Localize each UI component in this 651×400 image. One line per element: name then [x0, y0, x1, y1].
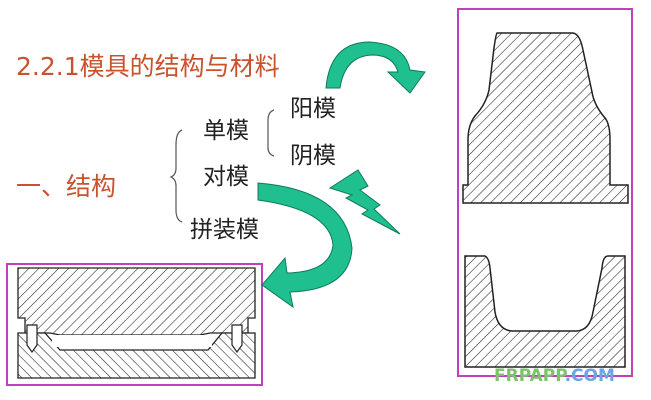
matched-mold-frame: [6, 263, 263, 386]
type-matched-mold: 对模: [203, 164, 249, 190]
female-mold-drawing: [464, 255, 626, 368]
type-single-mold: 单模: [203, 118, 249, 144]
slide-title: 2.2.1模具的结构与材料: [16, 52, 280, 81]
section-heading: 一、结构: [16, 172, 117, 201]
lower-mold-drawing: [17, 332, 256, 379]
subtype-female-mold: 阴模: [290, 143, 336, 169]
right-guide-pin: [231, 324, 243, 354]
type-assembled-mold: 拼装模: [190, 217, 259, 243]
watermark-part1: FRPAPP: [494, 366, 565, 386]
subtype-male-mold: 阳模: [290, 96, 336, 122]
curved-arrow-to-matched-mold: [257, 182, 353, 309]
upper-mold-drawing: [17, 267, 256, 336]
small-brace: [267, 109, 275, 157]
left-guide-pin: [26, 324, 38, 354]
male-mold-drawing: [462, 32, 629, 204]
watermark: FRPAPP.COM: [494, 366, 615, 386]
lightning-icon: [328, 169, 401, 235]
watermark-part2: .COM: [564, 366, 615, 386]
curved-arrow-to-molds: [325, 41, 426, 94]
male-female-mold-frame: [457, 8, 633, 377]
cavity: [52, 335, 212, 347]
large-brace: [169, 129, 183, 223]
